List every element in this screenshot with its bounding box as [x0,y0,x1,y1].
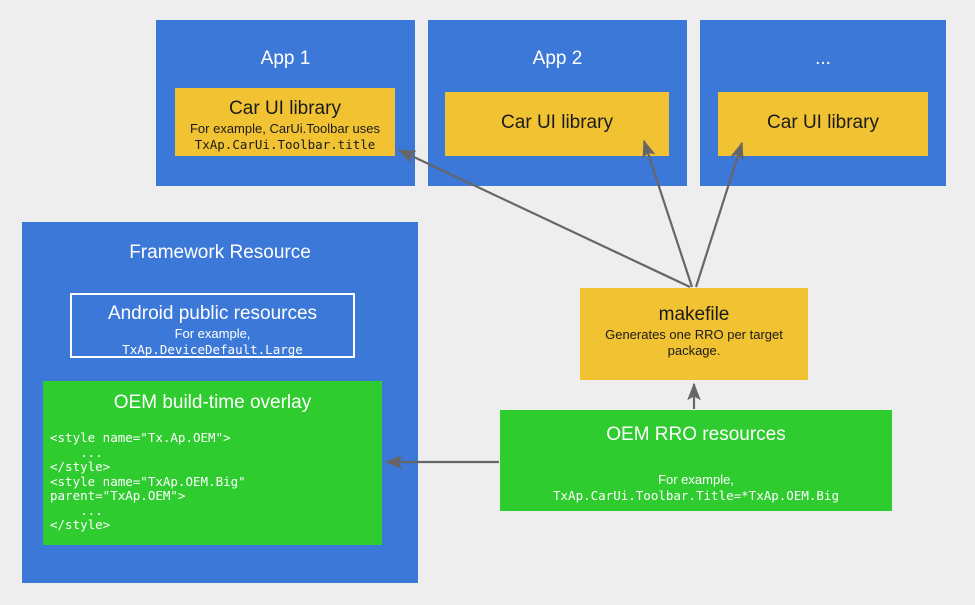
app-1-library-title: Car UI library [229,98,341,119]
app-3-library-title: Car UI library [767,112,879,133]
app-1-library-subtitle: For example, CarUi.Toolbar uses [189,121,381,136]
oem-rro-resources-title: OEM RRO resources [606,424,786,445]
oem-build-time-overlay[interactable]: OEM build-time overlay <style name="Tx.A… [43,381,382,545]
android-public-resources[interactable]: Android public resources For example, Tx… [70,293,355,358]
framework-resource-title: Framework Resource [129,242,311,263]
oem-rro-resources-subtitle: For example, [658,472,734,487]
app-1-title: App 1 [260,48,311,69]
app-3-car-ui-library[interactable]: Car UI library [718,92,928,156]
oem-rro-resources-code: TxAp.CarUi.Toolbar.Title=*TxAp.OEM.Big [553,488,839,503]
oem-build-time-overlay-title: OEM build-time overlay [113,392,312,413]
app-1-library-code: TxAp.CarUi.Toolbar.title [194,137,376,152]
oem-rro-resources[interactable]: OEM RRO resources For example, TxAp.CarU… [500,410,892,511]
app-3-title: ... [815,48,831,69]
app-1-car-ui-library[interactable]: Car UI library For example, CarUi.Toolba… [175,88,395,156]
android-public-resources-subtitle: For example, [174,326,251,341]
makefile-subtitle: Generates one RRO per target package. [605,327,783,358]
makefile-title: makefile [658,304,730,325]
makefile[interactable]: makefile Generates one RRO per target pa… [580,288,808,380]
android-public-resources-title: Android public resources [107,303,318,324]
android-public-resources-code: TxAp.DeviceDefault.Large [122,342,303,357]
app-2-title: App 2 [532,48,583,69]
oem-build-time-overlay-code: <style name="Tx.Ap.OEM"> ... </style> <s… [50,430,246,532]
app-2-library-title: Car UI library [501,112,613,133]
app-2-car-ui-library[interactable]: Car UI library [445,92,669,156]
